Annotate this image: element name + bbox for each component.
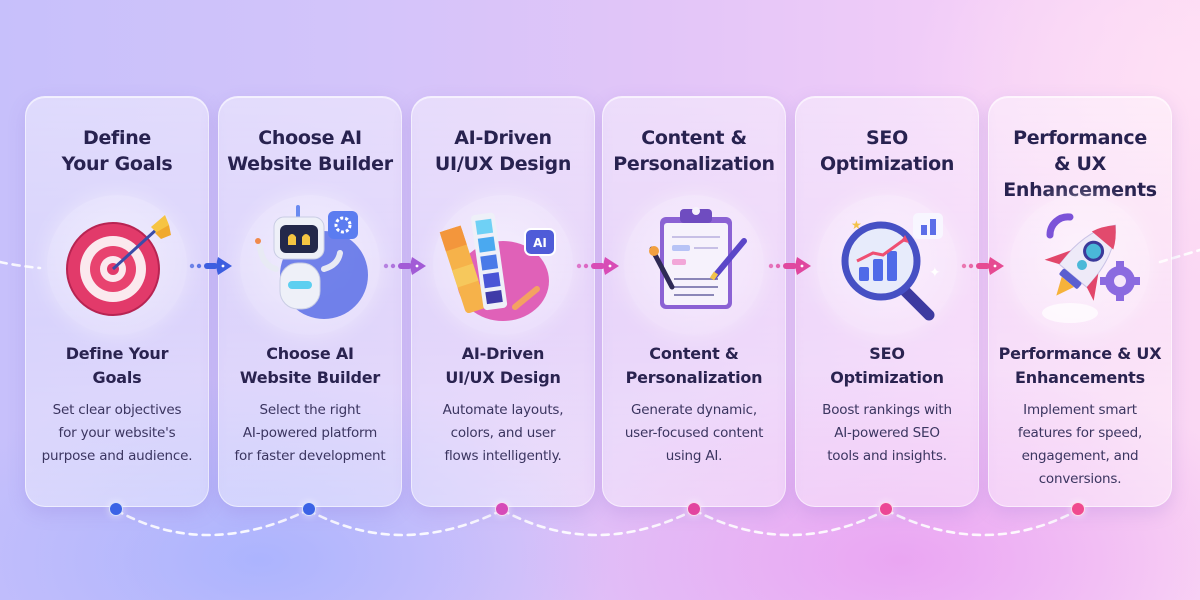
arrow-right-icon	[960, 255, 1010, 277]
step-card-choose-builder: Choose AI Website Builder Choose AI Webs…	[218, 96, 402, 507]
step-title: Performance & UX Enhancements	[1003, 127, 1157, 201]
step-description: Boost rankings with AI-powered SEO tools…	[822, 402, 952, 464]
arrow-right-icon	[575, 255, 625, 277]
step-description: Implement smart features for speed, enga…	[1017, 402, 1143, 487]
color-palette-ai-icon: AI	[433, 195, 573, 335]
clipboard-pen-icon	[624, 195, 764, 335]
svg-text:AI: AI	[533, 236, 547, 250]
arrow-right-icon	[767, 255, 817, 277]
step-description: Generate dynamic, user-focused content u…	[624, 402, 764, 464]
step-subtitle: Choose AI Website Builder	[239, 344, 381, 387]
step-description: Set clear objectives for your website's …	[41, 402, 193, 464]
step-card-content-personalization: Content & Personalization Content & P	[602, 96, 786, 507]
rocket-gear-icon	[1010, 195, 1150, 335]
svg-text:★: ★	[851, 218, 862, 232]
arrow-right-icon	[188, 255, 238, 277]
timeline-dot	[879, 502, 893, 516]
magnifier-chart-icon: ★ ✦	[817, 195, 957, 335]
step-subtitle: Define Your Goals	[65, 344, 169, 387]
step-title: AI-Driven UI/UX Design	[434, 127, 572, 175]
target-arrow-icon	[47, 195, 187, 335]
step-subtitle: AI-Driven UI/UX Design	[445, 344, 561, 387]
timeline-dot	[109, 502, 123, 516]
step-title: Choose AI Website Builder	[227, 127, 393, 175]
timeline-dot	[1071, 502, 1085, 516]
step-title: Define Your Goals	[61, 127, 173, 175]
arrow-right-icon	[382, 255, 432, 277]
step-card-define-goals: Define Your Goals Define Your Goals Set …	[25, 96, 209, 507]
step-subtitle: Content & Personalization	[625, 344, 763, 387]
step-subtitle: Performance & UX Enhancements	[998, 344, 1162, 387]
robot-gear-icon	[240, 195, 380, 335]
timeline-dot	[302, 502, 316, 516]
step-description: Automate layouts, colors, and user flows…	[442, 402, 564, 464]
svg-text:✦: ✦	[929, 265, 941, 281]
step-title: SEO Optimization	[819, 127, 955, 175]
timeline-dot	[495, 502, 509, 516]
step-subtitle: SEO Optimization	[830, 344, 944, 387]
step-card-ui-ux-design: AI-Driven UI/UX Design AI	[411, 96, 595, 507]
timeline-dot	[687, 502, 701, 516]
step-card-performance-ux: Performance & UX Enhancements	[988, 96, 1172, 507]
step-title: Content & Personalization	[613, 127, 775, 175]
step-description: Select the right AI-powered platform for…	[234, 402, 386, 464]
step-card-seo-optimization: SEO Optimization ★ ✦ SEO Optimization Bo…	[795, 96, 979, 507]
